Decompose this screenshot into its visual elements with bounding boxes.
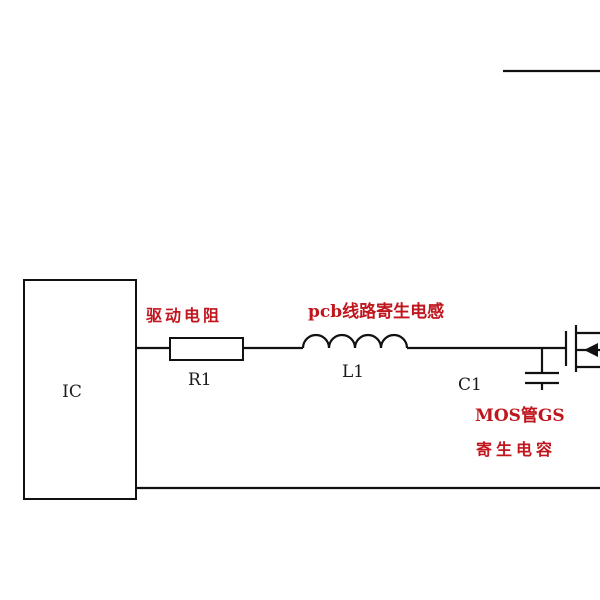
resistor-r1 xyxy=(169,337,244,361)
ic-block xyxy=(23,279,137,500)
parasitic-cap-label: 寄生电容 xyxy=(476,440,556,459)
drive-resistor-label: 驱动电阻 xyxy=(146,306,222,325)
c1-label: C1 xyxy=(458,375,482,395)
r1-label: R1 xyxy=(188,370,212,390)
pcb-inductance-label: pcb线路寄生电感 xyxy=(308,301,444,322)
mos-gs-label: MOS管GS xyxy=(475,405,565,426)
ic-label: IC xyxy=(62,382,82,402)
l1-label: L1 xyxy=(342,362,364,382)
mos-arrow xyxy=(584,343,598,357)
inductor-l1 xyxy=(301,333,409,349)
